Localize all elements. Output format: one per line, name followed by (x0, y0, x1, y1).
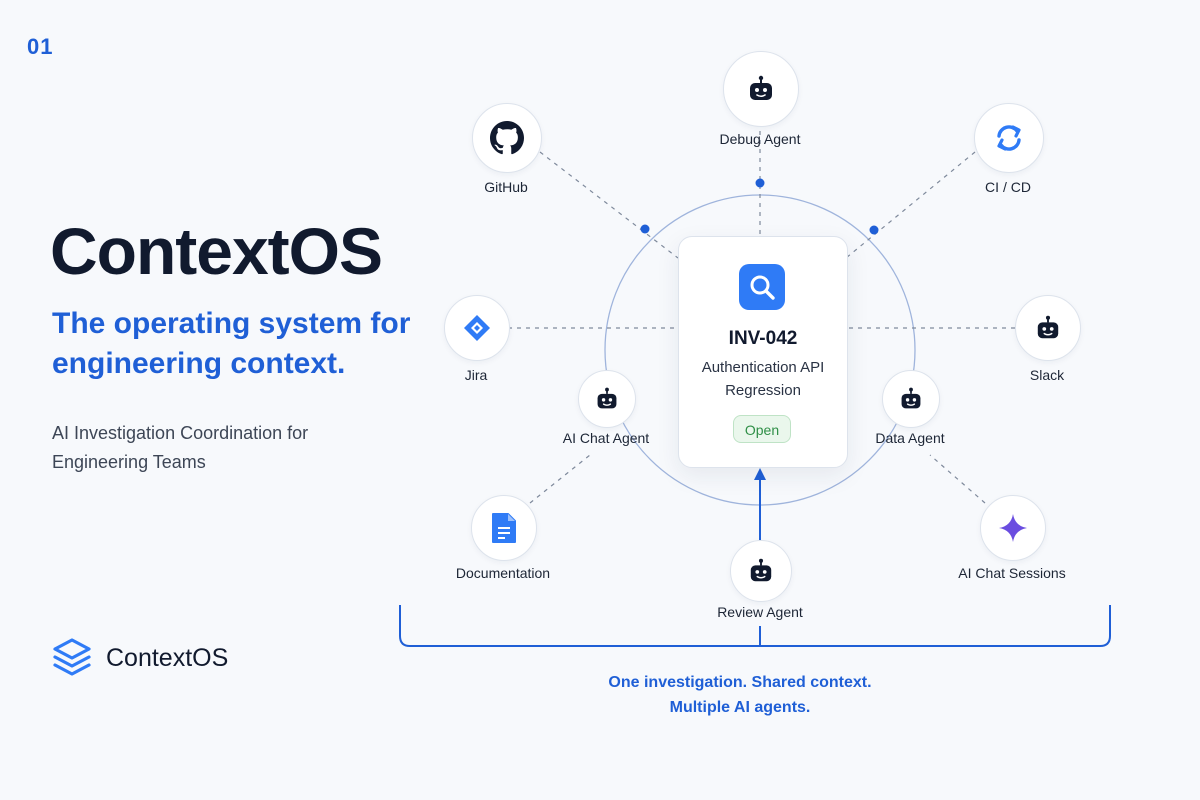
connector-cicd (845, 151, 976, 259)
robot-icon (750, 558, 772, 582)
node-label: Data Agent (875, 430, 945, 446)
robot-icon (597, 387, 617, 409)
robot-icon (750, 75, 772, 100)
node-label: AI Chat Sessions (958, 565, 1066, 581)
search-icon-tile (739, 264, 785, 310)
robot-icon (1037, 315, 1059, 339)
footer-logo: ContextOS (52, 637, 228, 679)
search-icon (750, 275, 775, 300)
document-icon (492, 513, 516, 543)
node-label: Debug Agent (719, 131, 801, 147)
node-label: GitHub (484, 179, 528, 195)
node-label: Slack (1029, 367, 1065, 383)
node-label: Documentation (455, 565, 551, 581)
connector-github (539, 151, 679, 259)
tagline: The operating system for engineering con… (52, 307, 411, 380)
jira-icon (464, 315, 490, 341)
node-jira: Jira (444, 295, 510, 383)
node-review-agent: Review Agent (717, 540, 803, 620)
bottom-caption-line2: Multiple AI agents. (669, 699, 811, 716)
node-ai-chat-agent: AI Chat Agent (563, 370, 649, 446)
review-arrow-head (754, 468, 766, 480)
node-debug-agent: Debug Agent (720, 51, 800, 147)
node-ai-chat-sessions: AI Chat Sessions (958, 495, 1066, 581)
subtitle: AI Investigation Coordination for Engine… (52, 423, 309, 472)
sparkle-icon (999, 514, 1027, 542)
github-icon (490, 121, 524, 155)
node-data-agent: Data Agent (875, 370, 945, 446)
node-slack: Slack (1015, 295, 1081, 383)
bottom-bracket (399, 605, 1111, 647)
node-label: CI / CD (985, 179, 1031, 195)
investigation-id: INV-042 (728, 328, 798, 349)
stack-layers-icon (53, 638, 91, 676)
orbit-dot-right (869, 225, 879, 235)
node-github: GitHub (472, 103, 542, 195)
status-badge: Open (733, 415, 791, 443)
orbit-dot-left (640, 224, 650, 234)
orbit-dot-top (755, 178, 765, 188)
investigation-title: Authentication API Regression (701, 359, 825, 399)
node-documentation: Documentation (456, 495, 550, 581)
node-cicd: CI / CD (974, 103, 1044, 195)
investigation-card[interactable]: INV-042 Authentication API Regression Op… (678, 236, 848, 468)
node-label: Review Agent (717, 604, 803, 620)
node-label: AI Chat Agent (562, 430, 650, 446)
bottom-caption-line1: One investigation. Shared context. (608, 674, 872, 691)
slide-number: 01 (27, 34, 54, 59)
sync-icon (997, 125, 1021, 151)
node-label: Jira (464, 367, 488, 383)
connector-documentation (529, 454, 591, 504)
brand-title: ContextOS (50, 214, 383, 288)
robot-icon (901, 387, 921, 409)
connector-ai-chat-sessions (929, 454, 986, 504)
footer-brand-name: ContextOS (106, 643, 229, 672)
